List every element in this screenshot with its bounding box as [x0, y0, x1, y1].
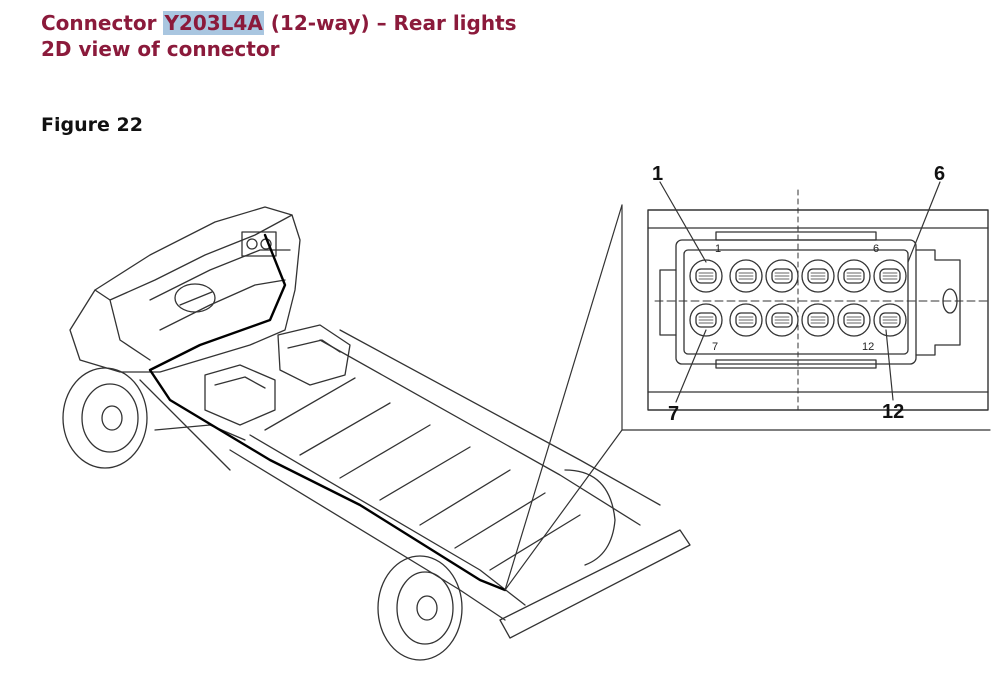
callout-pin-12: 12: [882, 401, 904, 423]
connector-code-highlight[interactable]: Y203L4A: [163, 11, 264, 35]
cavity-8: [729, 303, 763, 337]
cavity-1: [689, 259, 723, 293]
cavity-mark-12: 12: [862, 341, 874, 353]
vehicle-chassis-illustration: [62, 206, 691, 661]
callout-leaders: [659, 181, 941, 403]
cavity-mark-6: 6: [873, 243, 879, 255]
cavity-10: [801, 303, 835, 337]
cavity-mark-1: 1: [715, 243, 721, 255]
cavity-5: [837, 259, 871, 293]
detail-leader-lines: [504, 204, 991, 591]
connector-detail-view: [647, 189, 991, 411]
cavity-7: [689, 303, 723, 337]
cavity-9: [765, 303, 799, 337]
heading-line-1: Connector Y203L4A (12-way) – Rear lights: [41, 11, 517, 35]
cavity-3: [765, 259, 799, 293]
cavity-mark-7: 7: [712, 341, 718, 353]
cavity-12: [873, 303, 907, 337]
cavity-11: [837, 303, 871, 337]
callout-pin-7: 7: [668, 403, 679, 425]
cavity-4: [801, 259, 835, 293]
figure-label: Figure 22: [41, 114, 143, 136]
page-heading: Connector Y203L4A (12-way) – Rear lights…: [41, 10, 517, 62]
connector-cavities: [689, 259, 907, 337]
callout-pin-6: 6: [934, 163, 945, 185]
cavity-6: [873, 259, 907, 293]
heading-line-2: 2D view of connector: [41, 37, 280, 61]
callout-pin-1: 1: [652, 163, 663, 185]
cavity-2: [729, 259, 763, 293]
